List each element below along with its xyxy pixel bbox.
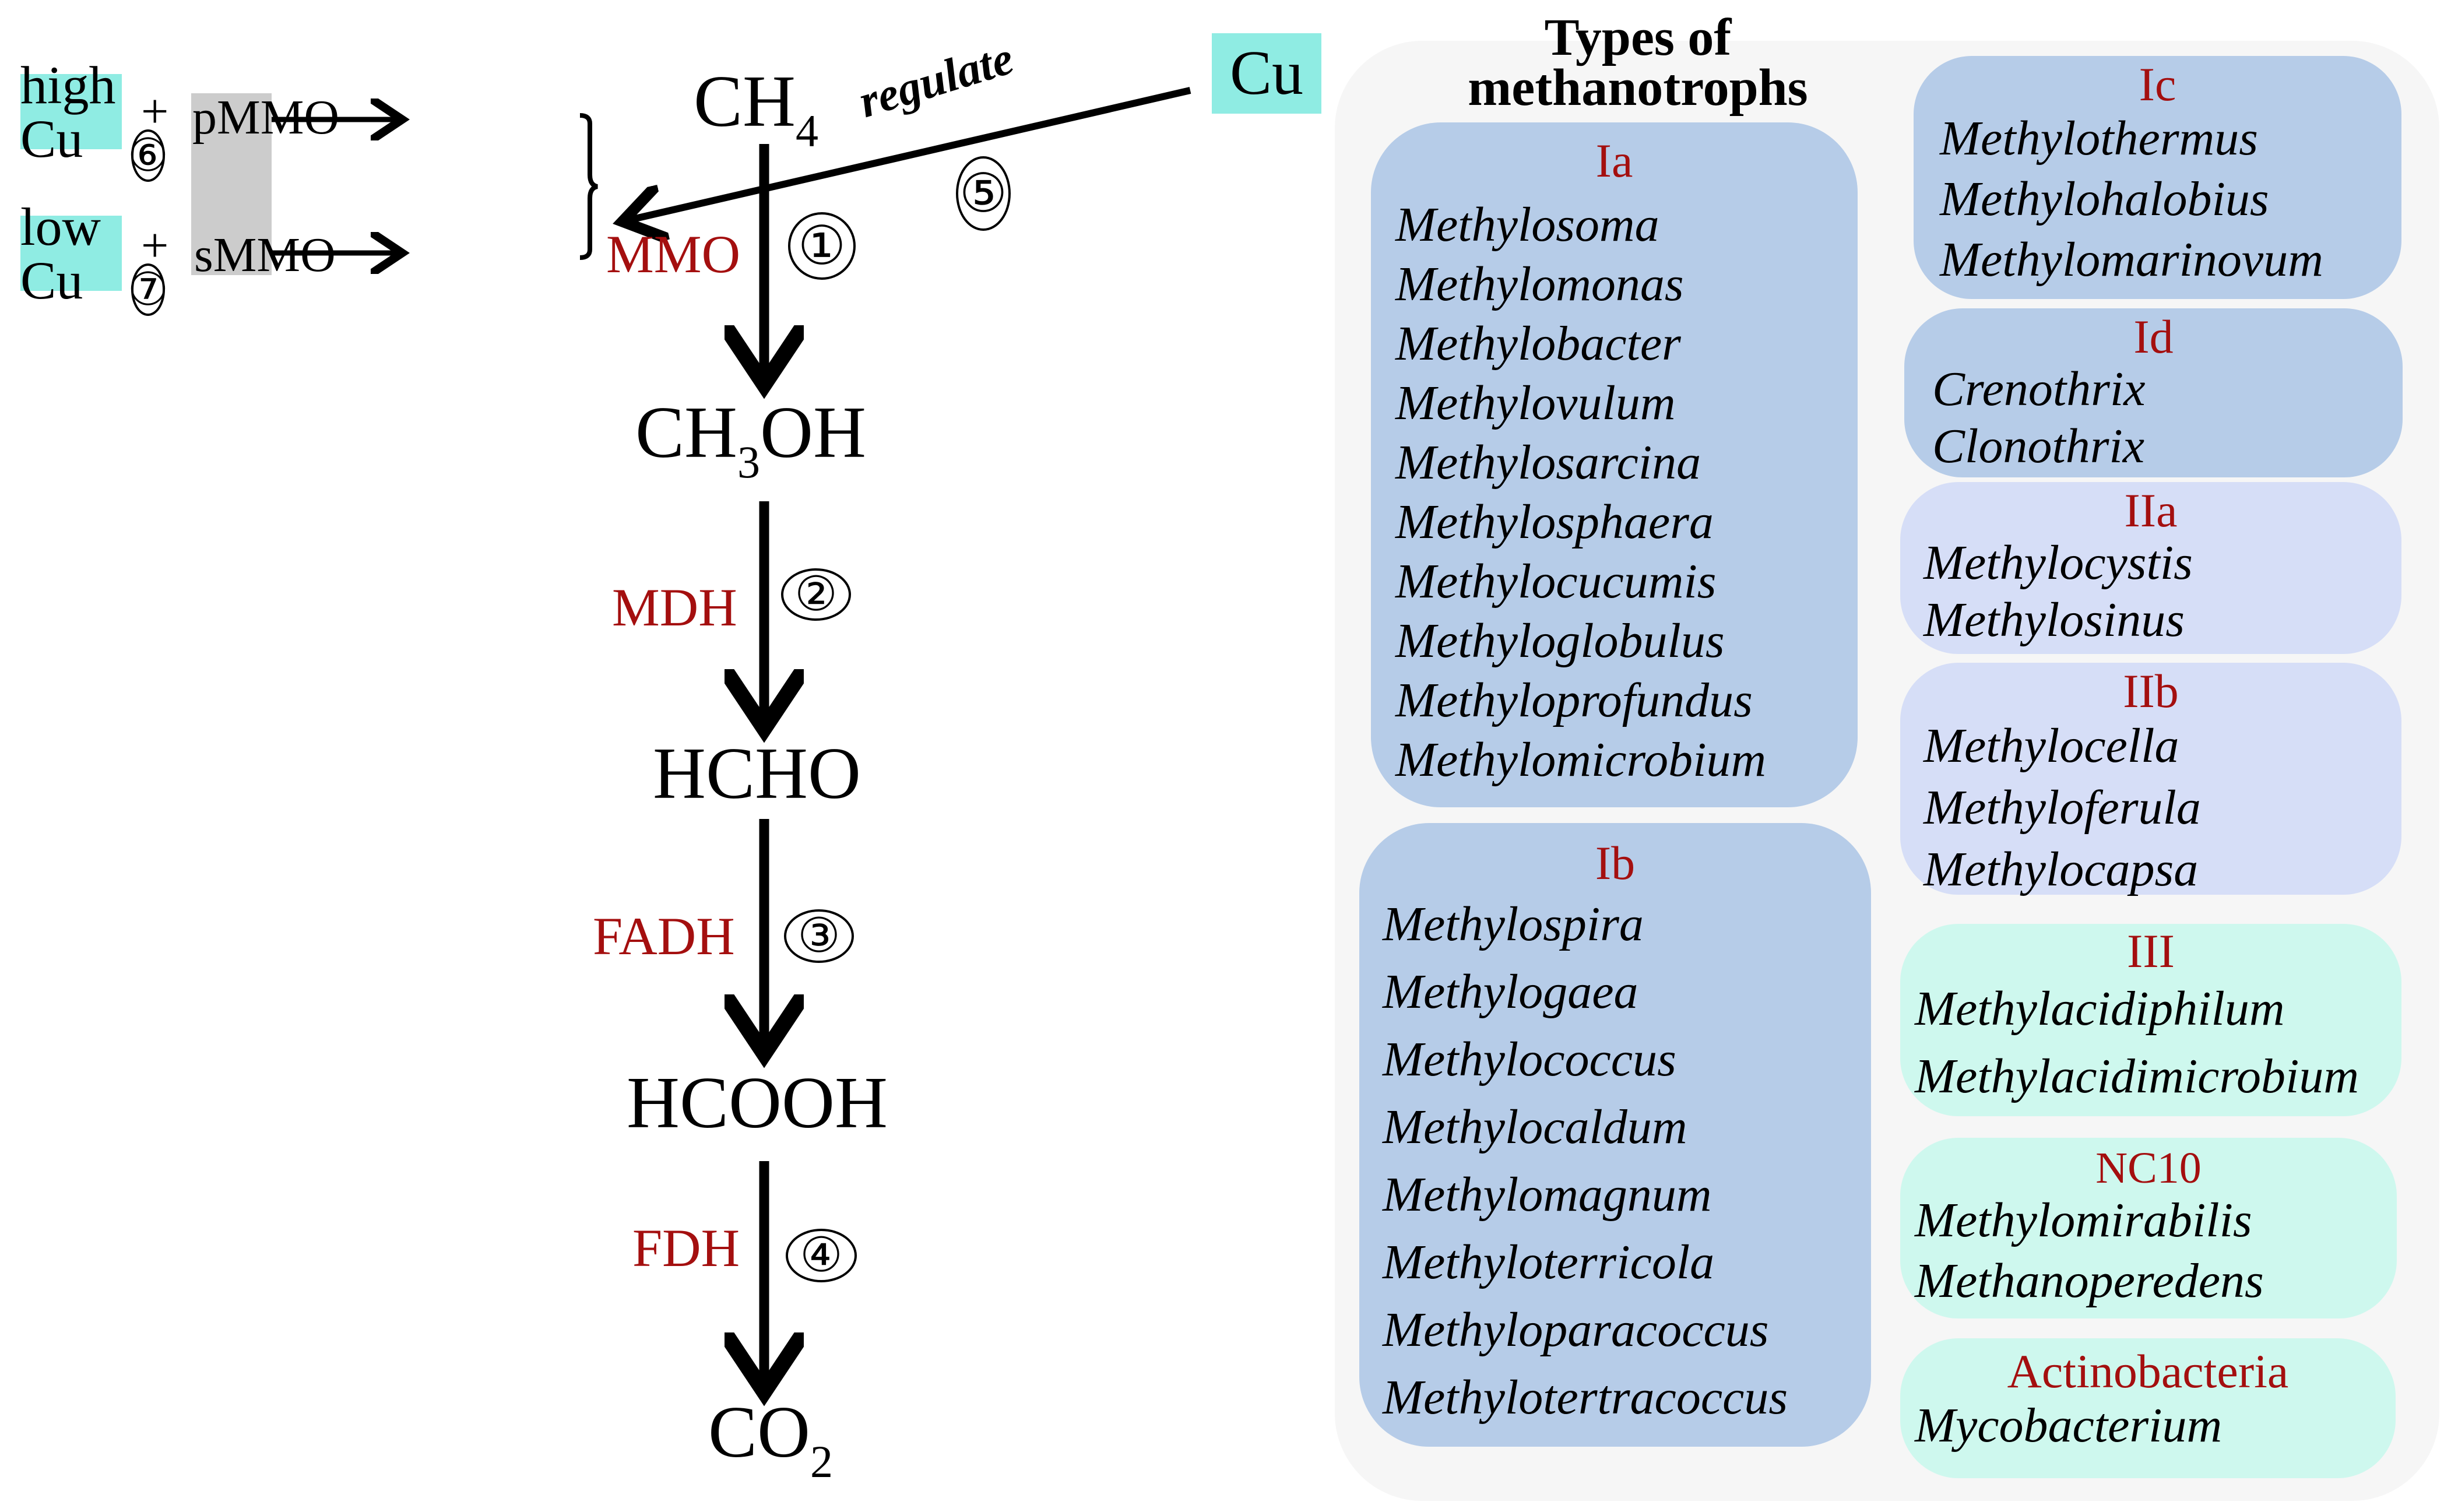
- group-label: Id: [2133, 310, 2174, 363]
- genus-item: Methanoperedens: [1915, 1254, 2264, 1308]
- group-label: Actinobacteria: [2007, 1345, 2289, 1398]
- group-iii: III Methylacidiphilum Methylacidimicrobi…: [1900, 924, 2401, 1116]
- genus-item: Methyloterricola: [1383, 1235, 1715, 1289]
- mmo-enzyme-box: [191, 93, 272, 275]
- brace: [579, 113, 598, 260]
- genus-item: Methylocucumis: [1395, 554, 1717, 609]
- genus-item: Mycobacterium: [1915, 1398, 2223, 1453]
- step-7-marker: ⑦: [128, 263, 168, 316]
- enzyme-fadh: FADH: [593, 906, 735, 966]
- genus-item: Methylococcus: [1383, 1032, 1676, 1086]
- group-label: NC10: [2095, 1144, 2202, 1193]
- group-label: Ib: [1595, 836, 1636, 889]
- compound-carbon-dioxide: CO2: [708, 1392, 834, 1488]
- genus-item: Methylacidiphilum: [1915, 982, 2285, 1036]
- enzyme-mmo: MMO: [606, 224, 741, 284]
- genus-item: Methylomonas: [1395, 257, 1684, 311]
- low-cu-box: low Cu: [20, 200, 122, 307]
- compound-methane: CH4: [694, 61, 819, 157]
- low-cu-label: low Cu: [20, 196, 101, 310]
- step-6-marker: ⑥: [128, 129, 168, 182]
- genus-item: Methylogaea: [1383, 965, 1638, 1019]
- genus-item: Methylobacter: [1395, 317, 1681, 371]
- genus-item: Methylocapsa: [1923, 842, 2199, 896]
- genus-item: Methyloferula: [1923, 780, 2201, 835]
- enzyme-fdh: FDH: [632, 1218, 740, 1278]
- genus-item: Methylohalobius: [1940, 172, 2269, 226]
- compound-formaldehyde: HCHO: [653, 733, 861, 814]
- group-nc10: NC10 Methylomirabilis Methanoperedens: [1900, 1138, 2397, 1318]
- genus-item: Methylocella: [1923, 719, 2179, 773]
- genus-item: Methylomicrobium: [1395, 733, 1767, 787]
- genus-item: Methylosinus: [1923, 593, 2185, 647]
- group-iib: IIb Methylocella Methyloferula Methyloca…: [1900, 663, 2401, 896]
- genus-item: Methylomagnum: [1383, 1168, 1712, 1222]
- group-ib: Ib Methylospira Methylogaea Methylococcu…: [1359, 823, 1871, 1447]
- enzyme-mdh: MDH: [612, 578, 737, 637]
- cu-label: Cu: [1229, 38, 1304, 108]
- genus-item: Clonothrix: [1932, 419, 2145, 473]
- compound-methanol: CH3OH: [635, 392, 867, 488]
- genus-item: Methylomirabilis: [1915, 1193, 2252, 1247]
- genus-item: Methylosphaera: [1395, 495, 1714, 549]
- genus-item: Methylomarinovum: [1940, 233, 2323, 287]
- step-5-marker: ⑤: [956, 156, 1011, 231]
- group-ic: Ic Methylothermus Methylohalobius Methyl…: [1914, 56, 2401, 299]
- genus-item: Methylocaldum: [1383, 1100, 1687, 1154]
- genus-item: Methyloglobulus: [1395, 614, 1725, 668]
- high-cu-plus-sign: +: [141, 85, 169, 139]
- genus-item: Methylovulum: [1395, 376, 1676, 430]
- step-1-marker: ①: [788, 212, 856, 280]
- compound-formic-acid: HCOOH: [627, 1063, 888, 1144]
- group-iia: IIa Methylocystis Methylosinus: [1900, 482, 2401, 654]
- genus-item: Methylotertracoccus: [1383, 1370, 1788, 1425]
- group-label: IIa: [2124, 484, 2178, 537]
- step-3-marker: ③: [784, 909, 854, 963]
- genus-item: Methyloparacoccus: [1383, 1303, 1769, 1357]
- genus-item: Methylosoma: [1395, 198, 1659, 252]
- step-2-marker: ②: [781, 568, 851, 621]
- panel-title: Types of methanotrophs: [1468, 9, 1808, 117]
- step-4-marker: ④: [786, 1229, 857, 1282]
- high-cu-box: high Cu: [20, 58, 122, 166]
- group-actinobacteria: Actinobacteria Mycobacterium: [1900, 1338, 2396, 1478]
- group-label: Ia: [1595, 134, 1633, 187]
- high-cu-label: high Cu: [20, 55, 116, 168]
- genus-item: Methylosarcina: [1395, 435, 1701, 490]
- low-cu-plus-sign: +: [141, 219, 169, 273]
- group-ia: Ia Methylosoma Methylomonas Methylobacte…: [1371, 122, 1858, 807]
- pmmo-label: pMMO: [192, 90, 340, 145]
- group-label: IIb: [2123, 664, 2179, 718]
- genus-item: Methylothermus: [1940, 111, 2258, 166]
- group-id: Id Crenothrix Clonothrix: [1904, 308, 2403, 477]
- genus-item: Methylacidimicrobium: [1915, 1049, 2359, 1103]
- genus-item: Methylocystis: [1923, 536, 2193, 590]
- genus-item: Methyloprofundus: [1395, 673, 1753, 727]
- genus-item: Methylospira: [1383, 897, 1644, 951]
- genus-item: Crenothrix: [1932, 362, 2146, 416]
- cu-box: Cu: [1212, 33, 1321, 114]
- group-label: Ic: [2139, 58, 2176, 111]
- smmo-label: sMMO: [194, 228, 336, 282]
- group-label: III: [2127, 924, 2175, 977]
- regulate-label: regulate: [853, 32, 1019, 128]
